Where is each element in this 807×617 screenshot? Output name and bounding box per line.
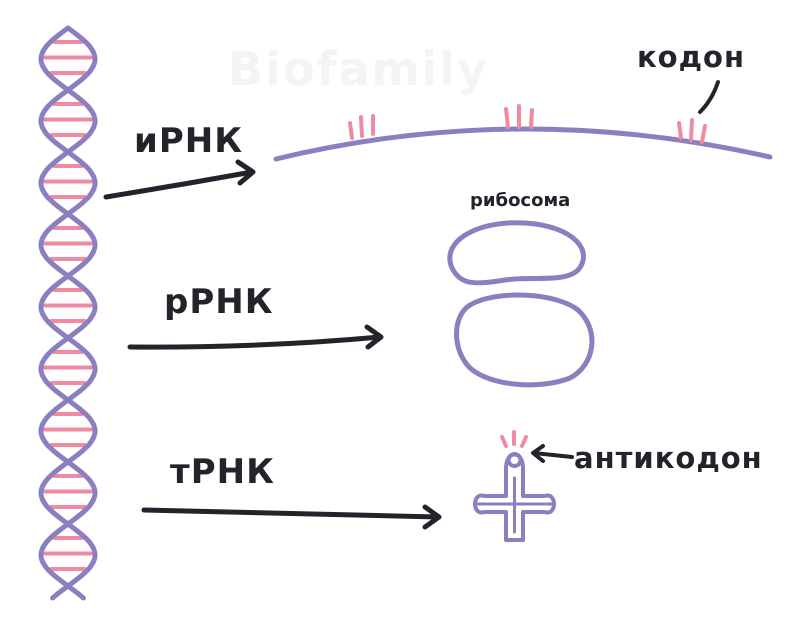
mrna-bases bbox=[348, 104, 707, 144]
anticodon-pointer bbox=[531, 444, 574, 463]
anticodon-bases bbox=[500, 430, 528, 448]
rrna-label: рРНК bbox=[164, 282, 274, 322]
trna-molecule bbox=[473, 452, 556, 542]
dna-helix bbox=[38, 25, 98, 601]
watermark: Biofamily bbox=[228, 42, 489, 96]
codon-label: кодон bbox=[637, 40, 745, 74]
anticodon-label: антикодон bbox=[574, 441, 763, 475]
ribosome-large-subunit bbox=[454, 292, 595, 388]
ribosome-small-subunit bbox=[447, 220, 586, 286]
mrna-label: иРНК bbox=[134, 121, 243, 161]
arrow-trna bbox=[141, 504, 442, 530]
ribosome-label: рибосома bbox=[470, 190, 571, 211]
arrow-rrna bbox=[127, 324, 384, 350]
codon-pointer-line bbox=[698, 80, 720, 114]
trna-label: тРНК bbox=[170, 452, 275, 492]
dna-base-pairs bbox=[43, 40, 93, 571]
dna-strand-2 bbox=[38, 25, 98, 601]
dna-strand-1 bbox=[38, 25, 98, 601]
arrow-mrna bbox=[103, 159, 256, 200]
